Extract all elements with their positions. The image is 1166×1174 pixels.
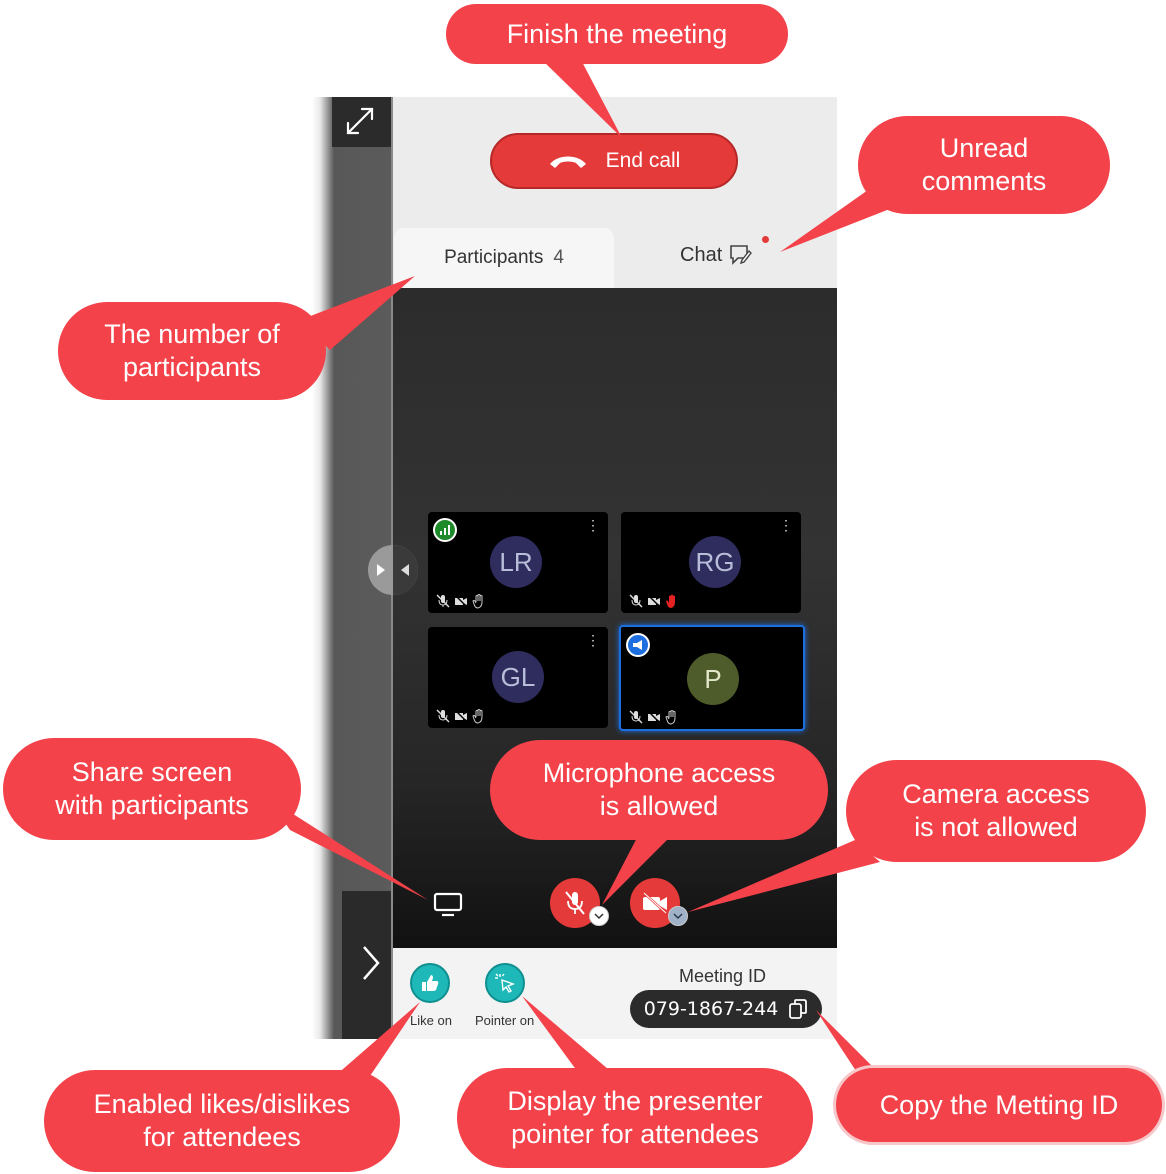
callout-text: Microphone access: [542, 758, 776, 788]
callout-text: Display the presenter: [507, 1086, 763, 1116]
avatar: P: [687, 653, 739, 705]
unread-indicator: [762, 236, 769, 243]
camera-options-button[interactable]: [668, 906, 688, 926]
meeting-id-copy-button[interactable]: 079-1867-244: [630, 990, 822, 1028]
mic-off-icon: [629, 710, 643, 724]
hand-icon: [472, 709, 483, 724]
callout-text: Copy the Metting ID: [879, 1089, 1119, 1120]
end-call-button[interactable]: End call: [490, 133, 738, 189]
hand-icon: [665, 710, 676, 725]
chat-edit-icon: [730, 245, 753, 265]
callout-text: The number of: [104, 319, 280, 349]
chevron-down-icon: [673, 913, 683, 920]
callout-text: pointer for attendees: [511, 1119, 759, 1149]
avatar: GL: [492, 651, 544, 703]
mic-off-icon: [565, 891, 585, 915]
avatar: LR: [490, 536, 542, 588]
end-call-label: End call: [605, 149, 681, 172]
meeting-id-label: Meeting ID: [679, 966, 767, 986]
mic-off-icon: [436, 709, 450, 723]
thumbs-up-icon: [422, 975, 439, 991]
expand-icon: [346, 107, 374, 135]
callout-camera-not-allowed: Camera access is not allowed: [846, 760, 1146, 862]
expand-panel-button[interactable]: [342, 891, 392, 1039]
panel-collapse-handle[interactable]: [368, 545, 418, 595]
fullscreen-button[interactable]: [332, 97, 392, 147]
pointer-label: Pointer on: [475, 1013, 535, 1028]
tab-chat[interactable]: Chat: [680, 235, 753, 275]
callout-text: for attendees: [143, 1122, 301, 1152]
callout-text: comments: [921, 166, 1047, 196]
copy-icon: [789, 999, 808, 1019]
participant-tile[interactable]: ⋮ GL: [428, 627, 608, 728]
camera-off-icon: [454, 594, 468, 608]
share-screen-button[interactable]: [432, 890, 464, 923]
mic-off-icon: [436, 594, 450, 608]
callout-share-screen: Share screen with participants: [3, 738, 301, 840]
hand-raised-icon: [666, 594, 675, 608]
pointer-click-icon: [495, 973, 515, 993]
avatar: RG: [689, 536, 741, 588]
callout-text: Unread: [939, 133, 1029, 163]
chevron-down-icon: [594, 913, 604, 920]
mic-off-icon: [629, 594, 643, 608]
callout-text: Enabled likes/dislikes: [93, 1089, 351, 1119]
callout-likes-dislikes: Enabled likes/dislikes for attendees: [44, 1070, 400, 1172]
callout-text: Share screen: [71, 757, 233, 787]
screen-share-icon: [433, 892, 463, 917]
tab-participants[interactable]: Participants 4: [394, 228, 614, 288]
callout-text: is not allowed: [914, 812, 1078, 842]
microphone-options-button[interactable]: [589, 906, 609, 926]
like-toggle-button[interactable]: [410, 963, 450, 1003]
callout-text: participants: [122, 352, 262, 382]
callout-text: Camera access: [902, 779, 1090, 809]
like-label: Like on: [410, 1013, 452, 1028]
participant-tile[interactable]: ⋮ RG: [621, 512, 801, 613]
pointer-toggle-button[interactable]: [485, 963, 525, 1003]
collapse-arrows-icon: [377, 564, 409, 576]
callout-text: Finish the meeting: [506, 18, 728, 49]
megaphone-icon: [626, 633, 650, 657]
tab-participants-label: Participants: [444, 247, 544, 268]
more-vertical-icon[interactable]: ⋮: [586, 632, 600, 648]
callout-microphone-allowed: Microphone access is allowed: [490, 740, 828, 840]
camera-off-icon: [454, 709, 468, 723]
more-vertical-icon[interactable]: ⋮: [586, 517, 600, 533]
chevron-right-icon: [363, 946, 380, 980]
callout-text: is allowed: [599, 791, 719, 821]
tab-chat-label: Chat: [680, 243, 723, 266]
callout-presenter-pointer: Display the presenter pointer for attend…: [457, 1068, 813, 1168]
signal-icon: [433, 518, 457, 542]
callout-text: with participants: [55, 790, 249, 820]
callout-unread-comments: Unread comments: [858, 116, 1110, 214]
participant-tile[interactable]: ⋮ LR: [428, 512, 608, 613]
callout-finish-meeting: Finish the meeting: [446, 4, 788, 64]
camera-off-icon: [647, 594, 661, 608]
participant-tile-presenter[interactable]: P: [619, 625, 805, 731]
camera-off-icon: [647, 710, 661, 724]
camera-off-icon: [643, 892, 667, 914]
hand-icon: [472, 594, 483, 609]
phone-hangup-icon: [549, 156, 586, 168]
participants-count: 4: [553, 247, 564, 268]
callout-copy-meeting-id: Copy the Metting ID: [836, 1068, 1162, 1142]
meeting-id-value: 079-1867-244: [643, 998, 779, 1020]
more-vertical-icon[interactable]: ⋮: [779, 517, 793, 533]
callout-number-of-participants: The number of participants: [58, 302, 326, 400]
